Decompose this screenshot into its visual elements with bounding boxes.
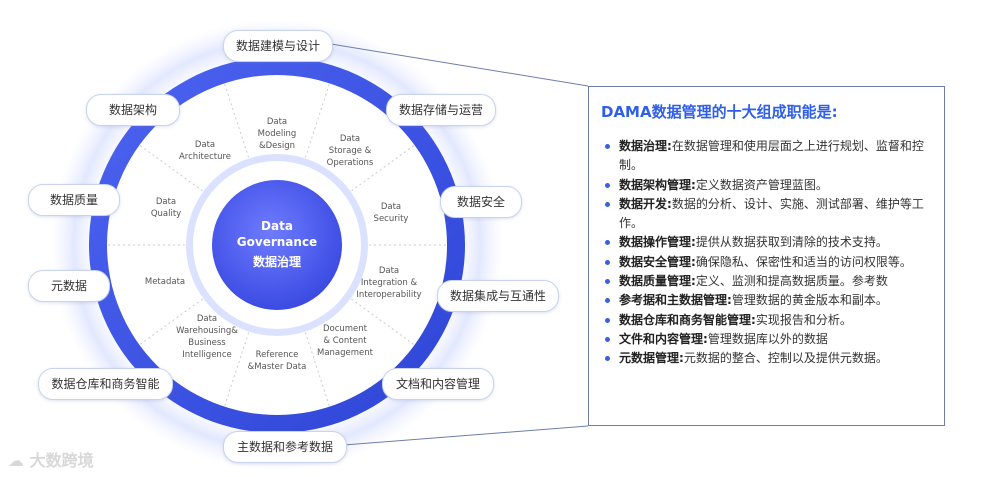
functions-panel: DAMA数据管理的十大组成职能是: 数据治理:在数据管理和使用层面之上进行规划、… [588, 86, 945, 426]
sector-master-line1: Reference [256, 350, 299, 360]
label-data-architecture: 数据架构 [86, 94, 180, 126]
sector-integration-line1: Data [379, 266, 399, 276]
list-item: 数据治理:在数据管理和使用层面之上进行规划、监督和控制。 [603, 137, 931, 176]
sector-integration-line2: Integration & [361, 278, 418, 288]
sector-storage: Data Storage & Operations [327, 134, 374, 168]
item-term: 数据治理: [619, 139, 672, 153]
label-data-warehouse: 数据仓库和商务智能 [38, 368, 173, 400]
sector-quality: Data Quality [151, 197, 181, 219]
sector-master: Reference &Master Data [248, 350, 307, 372]
list-item: 文件和内容管理:管理数据库以外的数据 [603, 330, 931, 349]
sector-warehouse-line1: Data [197, 314, 217, 324]
list-item: 数据架构管理:定义数据资产管理蓝图。 [603, 176, 931, 195]
sector-security-line1: Data [381, 202, 401, 212]
sector-architecture-line1: Data [195, 140, 215, 150]
list-item: 数据仓库和商务智能管理:实现报告和分析。 [603, 311, 931, 330]
label-data-security: 数据安全 [440, 186, 522, 218]
sector-integration-line3: Interoperability [356, 290, 421, 300]
label-master-reference: 主数据和参考数据 [223, 431, 347, 463]
sector-integration: Data Integration & Interoperability [356, 266, 421, 300]
sector-storage-line1: Data [340, 134, 360, 144]
sector-master-line2: &Master Data [248, 362, 307, 372]
label-data-integration: 数据集成与互通性 [437, 280, 559, 312]
panel-title: DAMA数据管理的十大组成职能是: [601, 103, 838, 121]
list-item: 参考据和主数据管理:管理数据的黄金版本和副本。 [603, 291, 931, 310]
sector-modeling: Data Modeling &Design [258, 117, 297, 151]
item-desc: 管理数据库以外的数据 [707, 331, 828, 346]
item-desc: 定义、监测和提高数据质量。参考数 [695, 274, 888, 289]
list-item: 数据安全管理:确保隐私、保密性和适当的访问权限等。 [603, 253, 931, 272]
list-item: 元数据管理:元数据的整合、控制以及提供元数据。 [603, 349, 931, 368]
sector-metadata-line1: Metadata [145, 277, 185, 287]
sector-quality-line2: Quality [151, 209, 181, 219]
center-title-cn: 数据治理 [253, 254, 301, 269]
sector-warehouse-line3: Business [188, 338, 226, 348]
sector-security: Data Security [374, 202, 409, 224]
item-desc: 实现报告和分析。 [755, 312, 852, 327]
sector-quality-line1: Data [156, 197, 176, 207]
watermark-logo: ☁ 大数跨境 [8, 447, 94, 471]
label-data-modeling: 数据建模与设计 [223, 30, 333, 62]
sector-architecture-line2: Architecture [179, 152, 231, 162]
list-item: 数据操作管理:提供从数据获取到清除的技术支持。 [603, 233, 931, 252]
item-desc: 元数据的整合、控制以及提供元数据。 [683, 351, 888, 366]
sector-modeling-line2: Modeling [258, 129, 297, 139]
item-term: 数据操作管理: [619, 235, 696, 250]
item-desc: 提供从数据获取到清除的技术支持。 [695, 235, 888, 250]
item-term: 文件和内容管理: [619, 331, 708, 346]
connector-bottom [330, 425, 589, 447]
item-desc: 确保隐私、保密性和适当的访问权限等。 [695, 254, 912, 269]
sector-modeling-line1: Data [267, 117, 287, 127]
center-circle [212, 180, 342, 310]
item-term: 元数据管理: [619, 351, 684, 366]
label-data-quality: 数据质量 [28, 184, 120, 216]
functions-list: 数据治理:在数据管理和使用层面之上进行规划、监督和控制。 数据架构管理:定义数据… [603, 137, 931, 369]
item-term: 参考据和主数据管理: [619, 293, 732, 308]
sector-warehouse-line2: Warehousing& [176, 326, 238, 336]
item-desc: 定义数据资产管理蓝图。 [695, 177, 828, 192]
label-metadata: 元数据 [28, 270, 110, 302]
list-item: 数据开发:数据的分析、设计、实施、测试部署、维护等工作。 [603, 195, 931, 234]
connector-top [330, 43, 589, 87]
sector-document-line1: Document [323, 324, 368, 334]
sector-warehouse: Data Warehousing& Business Intelligence [176, 314, 238, 360]
item-term: 数据安全管理: [619, 254, 696, 269]
center-title-line1: Data [261, 219, 293, 233]
item-desc: 管理数据的黄金版本和副本。 [731, 293, 888, 308]
sector-document-line3: Management [317, 348, 374, 358]
sector-metadata: Metadata [145, 277, 185, 287]
item-term: 数据开发: [619, 196, 672, 211]
sector-document-line2: & Content [323, 336, 367, 346]
center-title-line2: Governance [237, 235, 317, 249]
sector-warehouse-line4: Intelligence [182, 350, 231, 360]
label-data-storage: 数据存储与运营 [386, 94, 496, 126]
watermark-text: 大数跨境 [29, 451, 94, 470]
item-term: 数据架构管理: [619, 177, 696, 192]
sector-security-line2: Security [374, 214, 409, 224]
sector-storage-line2: Storage & [329, 146, 372, 156]
chat-bubble-icon: ☁ [8, 451, 24, 470]
sector-architecture: Data Architecture [179, 140, 231, 162]
item-desc: 数据的分析、设计、实施、测试部署、维护等工作。 [619, 196, 924, 231]
sector-modeling-line3: &Design [259, 141, 295, 151]
item-term: 数据仓库和商务智能管理: [619, 312, 756, 327]
list-item: 数据质量管理:定义、监测和提高数据质量。参考数 [603, 272, 931, 291]
sector-document: Document & Content Management [317, 324, 374, 358]
sector-storage-line3: Operations [327, 158, 374, 168]
label-document-content: 文档和内容管理 [382, 368, 494, 400]
item-desc: 在数据管理和使用层面之上进行规划、监督和控制。 [619, 139, 924, 173]
item-term: 数据质量管理: [619, 274, 696, 289]
